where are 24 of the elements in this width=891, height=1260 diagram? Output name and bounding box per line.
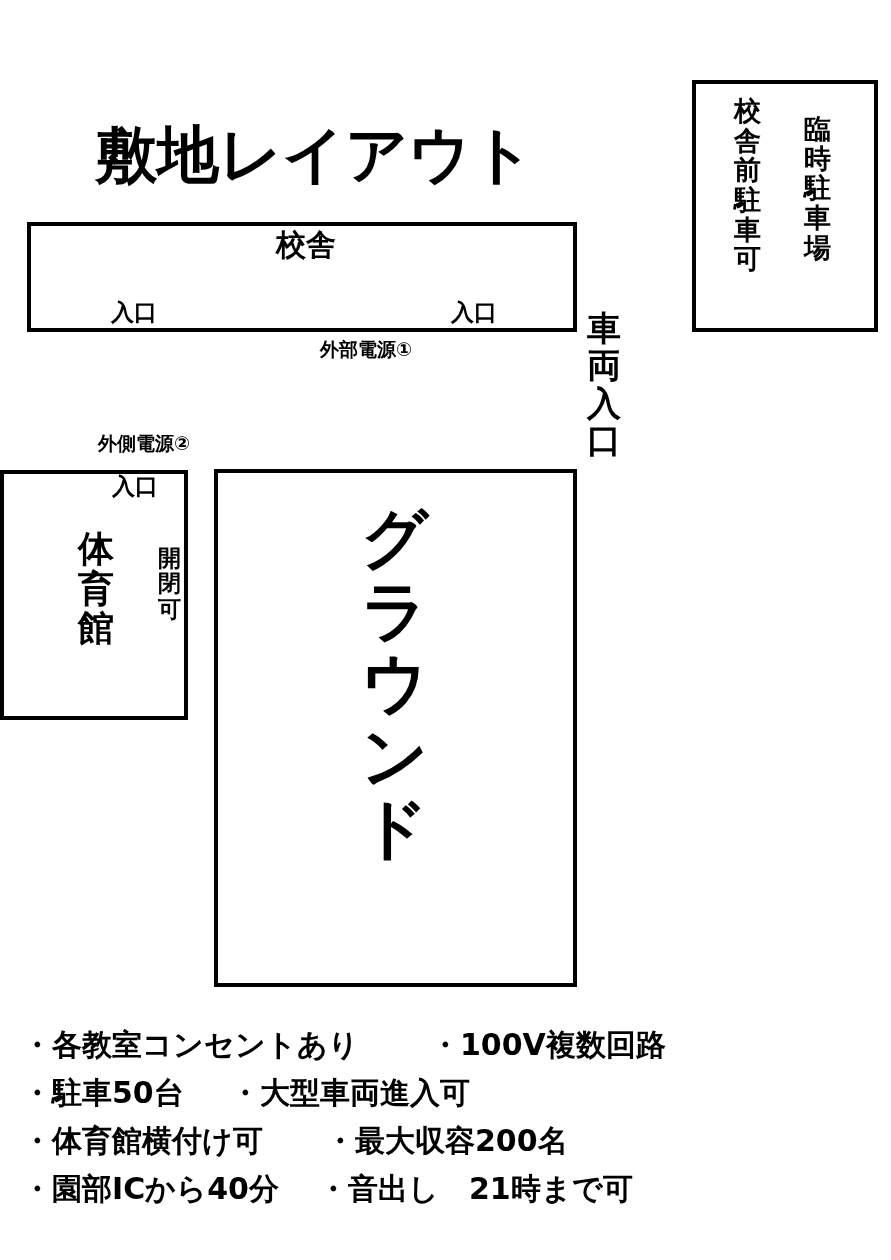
bullet-note: ・100V複数回路 [430, 1026, 666, 1064]
building-outline [0, 470, 188, 720]
note-label: 入口 [112, 474, 158, 500]
parking-area [692, 80, 878, 332]
site-label: 外部電源① [320, 337, 413, 362]
note-label: 入口 [451, 300, 497, 326]
bullet-note: ・最大収容200名 [325, 1122, 568, 1160]
site-label: 外側電源② [98, 431, 191, 456]
site-label: 車両入口 [587, 310, 621, 460]
note-label: 開閉可 [158, 546, 181, 622]
title: 敷地レイアウト [95, 118, 534, 193]
note-label: 臨時駐車場 [804, 114, 831, 263]
bullet-note: ・駐車50台 [22, 1074, 184, 1112]
area-label: 校舎 [274, 228, 337, 261]
field-area [214, 469, 577, 987]
bullet-note: ・大型車両進入可 [230, 1074, 470, 1112]
area-label: 体育館 [78, 529, 114, 648]
bullet-note: ・各教室コンセントあり [22, 1026, 359, 1064]
bullet-note: ・体育館横付け可 [22, 1122, 263, 1160]
note-label: 入口 [111, 300, 157, 326]
building-outline [27, 222, 577, 332]
bullet-note: ・音出し 21時まで可 [318, 1170, 633, 1208]
area-label: 校舎前駐車可 [734, 96, 761, 275]
bullet-note: ・園部ICから40分 [22, 1170, 279, 1208]
